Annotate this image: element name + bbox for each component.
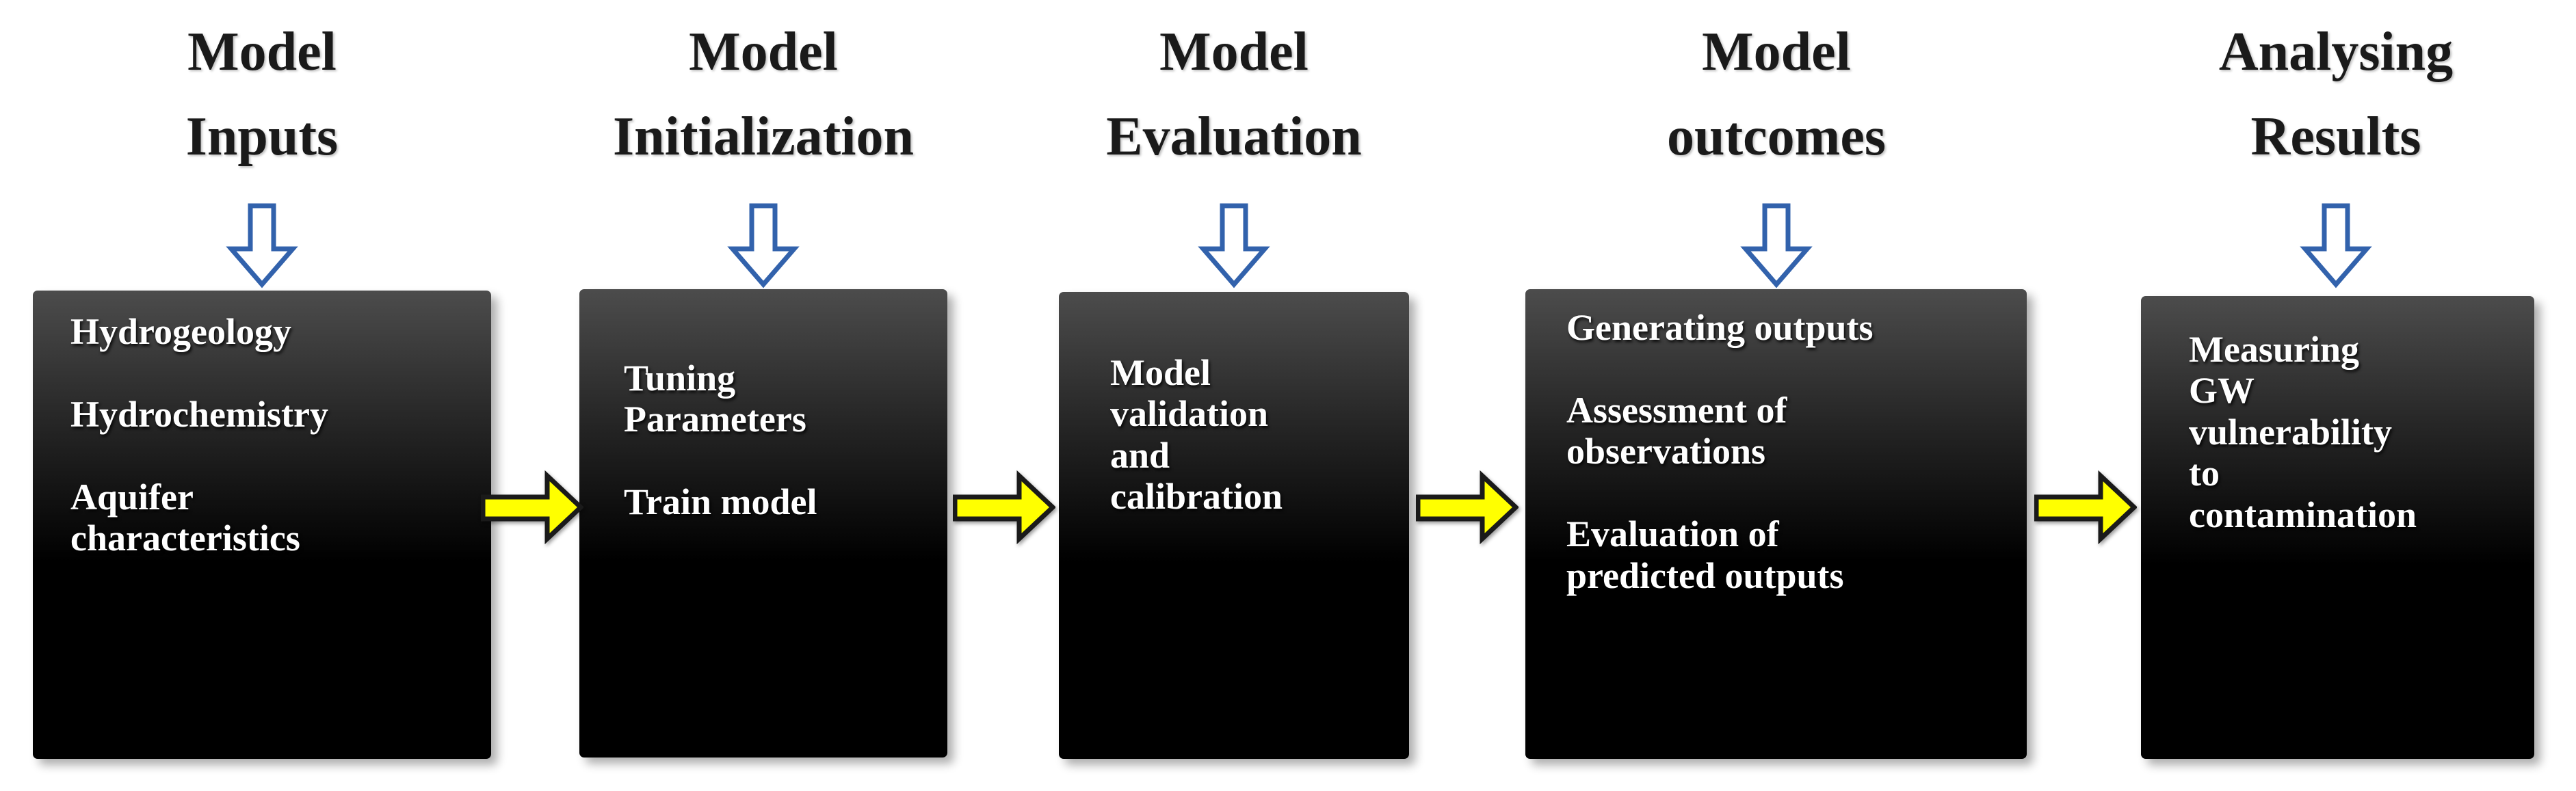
down-arrow-icon [1740,203,1813,289]
stage-label-model-initialization: Model Initialization [612,22,915,167]
box-model-initialization-text: Tuning Parameters Train model [624,358,817,523]
box-model-evaluation: Model validation and calibration [1059,292,1409,759]
down-arrow-icon [1198,203,1270,289]
stage-label-analysing-results: Analysing Results [2218,22,2454,167]
down-arrow-icon [727,203,800,289]
box-model-outcomes: Generating outputs Assessment of observa… [1525,289,2027,759]
box-model-inputs: Hydrogeology Hydrochemistry Aquifer char… [33,291,491,759]
stage-label-model-evaluation: Model Evaluation [1106,22,1362,167]
right-arrow-icon [953,470,1055,545]
down-arrow-icon [2300,203,2372,289]
box-analysing-results: Measuring GW vulnerability to contaminat… [2141,296,2534,759]
box-model-outcomes-text: Generating outputs Assessment of observa… [1566,307,1874,596]
box-analysing-results-text: Measuring GW vulnerability to contaminat… [2189,329,2417,535]
box-model-initialization: Tuning Parameters Train model [579,289,947,758]
stage-label-model-inputs: Model Inputs [185,22,339,167]
box-model-evaluation-text: Model validation and calibration [1110,352,1283,518]
box-model-inputs-text: Hydrogeology Hydrochemistry Aquifer char… [70,311,328,559]
right-arrow-icon [1416,470,1519,545]
right-arrow-icon [2034,470,2137,545]
stage-label-model-outcomes: Model outcomes [1667,22,1886,167]
right-arrow-icon [481,470,583,545]
down-arrow-icon [226,203,298,289]
